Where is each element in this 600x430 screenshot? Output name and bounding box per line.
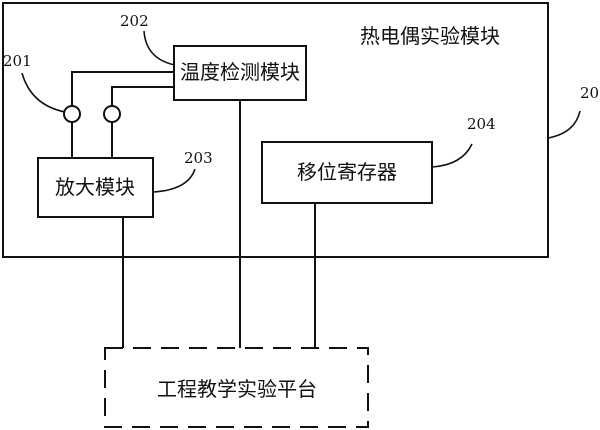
ref-203-label: 203 <box>184 149 213 167</box>
ref-201-leader <box>21 72 66 113</box>
amplifier-module-box <box>37 157 154 218</box>
outer-ref-leader <box>547 110 581 139</box>
temperature-detection-module-box <box>173 45 307 101</box>
thermocouple-lead-left <box>71 71 175 105</box>
shift-register-box <box>261 141 433 204</box>
ref-204-leader <box>431 143 473 168</box>
ref-202-leader <box>143 30 176 66</box>
amplifier-module-label: 放大模块 <box>55 175 135 199</box>
ref-201-label: 201 <box>3 52 32 70</box>
temperature-detection-module-label: 温度检测模块 <box>180 60 300 84</box>
ref-202-label: 202 <box>120 12 149 30</box>
outer-ref-label: 20 <box>580 84 599 102</box>
shift-register-label: 移位寄存器 <box>297 160 397 184</box>
engineering-teaching-platform-label: 工程教学实验平台 <box>157 377 317 401</box>
thermocouple-module-title: 热电偶实验模块 <box>360 24 500 48</box>
engineering-teaching-platform-box <box>104 347 369 428</box>
ref-203-leader <box>152 168 196 193</box>
thermocouple-node-right <box>103 105 121 123</box>
thermocouple-lead-right <box>111 86 175 105</box>
thermocouple-node-left <box>63 105 81 123</box>
ref-204-label: 204 <box>467 115 496 133</box>
